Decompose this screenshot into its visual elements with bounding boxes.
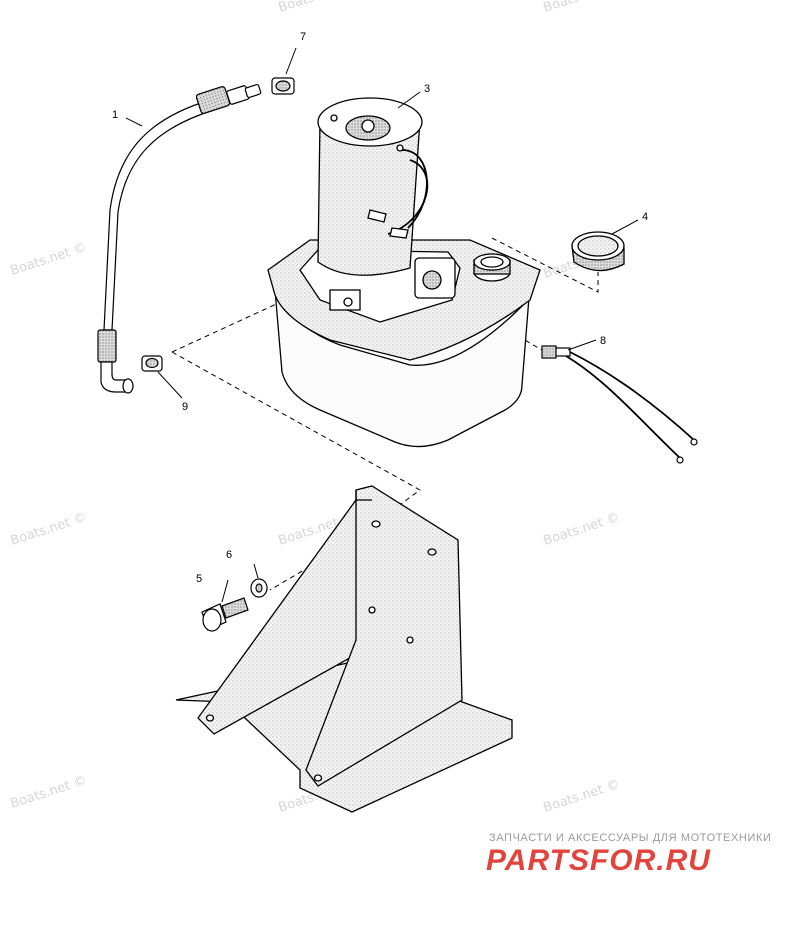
washer[interactable] [250,578,268,598]
fitting-bottom[interactable] [141,355,163,372]
sender-switch[interactable] [541,345,698,464]
callout-leaders [125,47,639,603]
callout-5: 5 [196,573,202,585]
callout-6: 6 [226,549,232,561]
watermark-text: Boats.net © [542,0,622,16]
watermark-text: Boats.net © [9,773,89,812]
brand-tagline: ЗАПЧАСТИ И АКСЕССУАРЫ ДЛЯ МОТОТЕХНИКИ [489,832,772,844]
hydraulic-hose[interactable] [97,84,262,394]
mounting-bracket[interactable] [175,485,513,813]
fitting-top[interactable] [271,77,295,95]
pump-motor-assembly[interactable] [267,97,541,448]
callout-labels: 1 7 3 4 8 9 5 6 [112,31,648,585]
reservoir-cap[interactable] [571,231,625,272]
watermark-text: Boats.net © [542,777,622,816]
callout-3: 3 [424,83,430,95]
brand-logo[interactable]: PARTSFOR.RU [486,842,792,878]
brand-logo-text: PARTSFOR.RU [486,844,711,877]
callout-7: 7 [300,31,306,43]
callout-8: 8 [600,335,606,347]
watermark-text: Boats.net © [9,240,89,279]
mounting-bolt[interactable] [201,597,249,632]
callout-1: 1 [112,109,118,121]
callout-4: 4 [642,211,648,223]
callout-9: 9 [182,401,188,413]
watermark-text: Boats.net © [277,0,357,16]
watermark-text: Boats.net © [9,510,89,549]
watermark-text: Boats.net © [542,510,622,549]
